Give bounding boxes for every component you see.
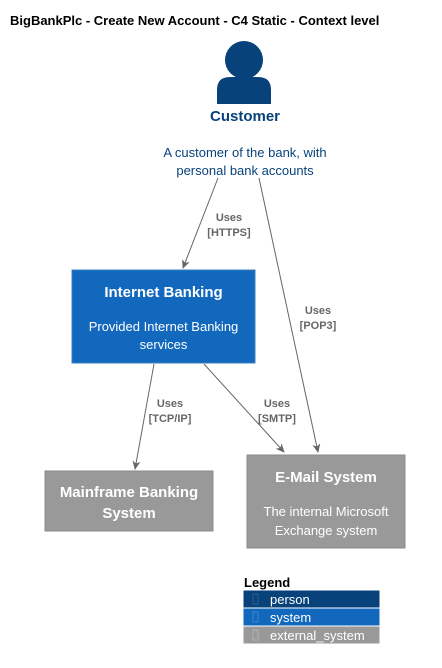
person-name: Customer	[210, 108, 280, 125]
legend-swatch-system	[242, 607, 381, 627]
legend-marker-icon	[252, 593, 259, 605]
person-description-line-2: personal bank accounts	[176, 163, 314, 178]
legend-swatch-external-system	[242, 625, 381, 645]
relationship-technology: [POP3]	[300, 320, 337, 332]
relationship-label: Uses	[264, 398, 290, 410]
person-description-line-1: A customer of the bank, with	[163, 145, 326, 160]
relationship-customer-to-email: Uses [POP3]	[258, 177, 337, 453]
relationship-line	[203, 363, 285, 453]
person-customer[interactable]: Customer A customer of the bank, with pe…	[163, 41, 327, 178]
system-description-line-1: Provided Internet Banking	[89, 319, 239, 334]
system-description-line-1: The internal Microsoft	[264, 504, 389, 519]
relationship-line	[258, 177, 321, 453]
legend-swatch-person	[242, 589, 381, 609]
relationship-technology: [SMTP]	[258, 413, 296, 425]
legend-item-person: person	[270, 592, 310, 607]
system-box	[246, 454, 406, 549]
relationship-banking-to-mainframe: Uses [TCP/IP]	[132, 363, 192, 470]
legend-marker-icon	[252, 611, 259, 623]
legend-item-system: system	[270, 610, 311, 625]
legend-marker-icon	[252, 629, 259, 641]
system-name-line-1: Mainframe Banking	[60, 484, 198, 501]
relationship-label: Uses	[157, 398, 183, 410]
legend-title: Legend	[244, 575, 290, 590]
system-box	[44, 470, 214, 532]
system-description-line-2: services	[140, 337, 188, 352]
legend-item-external-system: external_system	[270, 628, 365, 643]
system-name: Internet Banking	[104, 284, 222, 301]
external-system-email[interactable]: E-Mail System The internal Microsoft Exc…	[246, 454, 406, 549]
relationship-line	[132, 363, 155, 470]
system-name: E-Mail System	[275, 469, 377, 486]
legend: Legend person system external_system	[242, 575, 381, 645]
person-icon	[217, 41, 271, 104]
relationship-line	[182, 177, 219, 269]
relationship-label: Uses	[216, 212, 242, 224]
external-system-mainframe[interactable]: Mainframe Banking System	[44, 470, 214, 532]
system-internet-banking[interactable]: Internet Banking Provided Internet Banki…	[71, 269, 256, 364]
system-name-line-2: System	[102, 505, 155, 522]
system-description-line-2: Exchange system	[275, 523, 378, 538]
relationship-banking-to-email: Uses [SMTP]	[203, 363, 296, 453]
system-box	[71, 269, 256, 364]
relationship-customer-to-banking: Uses [HTTPS]	[182, 177, 251, 269]
diagram-title: BigBankPlc - Create New Account - C4 Sta…	[10, 13, 379, 28]
relationship-technology: [HTTPS]	[207, 227, 251, 239]
relationship-label: Uses	[305, 305, 331, 317]
relationship-technology: [TCP/IP]	[149, 413, 192, 425]
